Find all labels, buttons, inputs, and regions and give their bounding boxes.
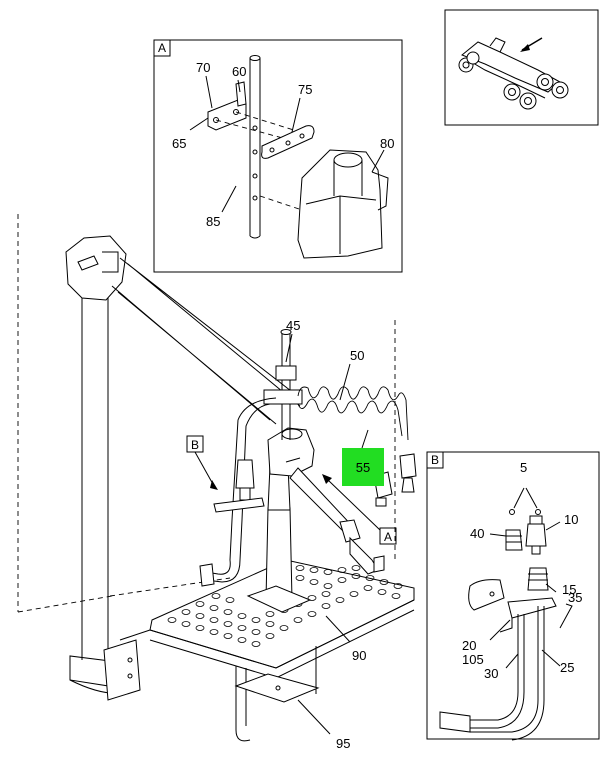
callout-50: 50 [350, 348, 364, 363]
callout-105: 105 [462, 652, 484, 667]
callout-labels: 70 60 75 65 80 85 45 50 55 90 95 5 10 40… [172, 60, 582, 751]
callout-80: 80 [380, 136, 394, 151]
callout-70: 70 [196, 60, 210, 75]
callout-15: 15 [562, 582, 576, 597]
truck-locator-thumbnail [444, 9, 599, 126]
platform-holes [167, 565, 403, 647]
callout-60: 60 [232, 64, 246, 79]
callout-5: 5 [520, 460, 527, 475]
callout-65: 65 [172, 136, 186, 151]
callout-35: 35 [568, 590, 582, 605]
callout-10: 10 [564, 512, 578, 527]
callout-25: 25 [560, 660, 574, 675]
coiled-hose [297, 386, 409, 441]
main-assembly: B A [17, 214, 417, 742]
callout-55[interactable]: 55 [356, 460, 370, 475]
callout-30: 30 [484, 666, 498, 681]
callout-45: 45 [286, 318, 300, 333]
callout-90: 90 [352, 648, 366, 663]
inset-a-tag: A [158, 41, 166, 55]
callout-20: 20 [462, 638, 476, 653]
callout-75: 75 [298, 82, 312, 97]
ref-b-tag: B [191, 438, 199, 452]
inset-a-box: A [153, 39, 403, 273]
callout-40: 40 [470, 526, 484, 541]
callout-95: 95 [336, 736, 350, 751]
inset-b-box: B [426, 451, 600, 741]
part-55-highlight[interactable] [342, 448, 384, 486]
ref-a-tag: A [384, 530, 392, 544]
inset-b-tag: B [431, 453, 439, 467]
callout-85: 85 [206, 214, 220, 229]
